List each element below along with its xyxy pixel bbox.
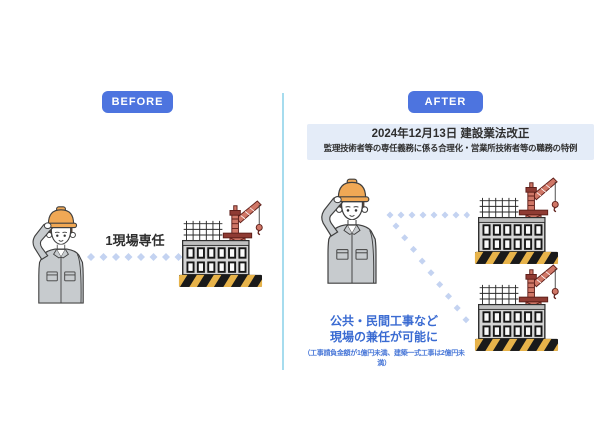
before-badge: BEFORE xyxy=(102,91,173,113)
building-crane-icon xyxy=(474,263,559,353)
after-badge: AFTER xyxy=(408,91,483,113)
building-crane-icon xyxy=(178,199,263,289)
assignment-label: 1現場専任 xyxy=(105,233,165,248)
dotted-connector-icon xyxy=(87,253,183,261)
note-line2: 現場の兼任が可能に xyxy=(329,330,438,344)
building-crane-icon xyxy=(474,176,559,266)
concurrent-duty-note: 公共・民間工事など 現場の兼任が可能に （工事請負金額が1億円未満、建築一式工事… xyxy=(299,313,469,368)
note-fine-print: （工事請負金額が1億円未満、建築一式工事は2億円未満） xyxy=(303,350,465,367)
worker-icon xyxy=(312,172,392,284)
law-revision-title: 2024年12月13日 建設業法改正 xyxy=(371,128,530,140)
dotted-connector-icon xyxy=(386,211,470,219)
law-revision-box: 2024年12月13日 建設業法改正 監理技術者等の専任義務に係る合理化・営業所… xyxy=(307,124,594,160)
note-line1: 公共・民間工事など xyxy=(329,314,438,328)
panel-divider-line xyxy=(282,93,284,370)
law-revision-subtitle: 監理技術者等の専任義務に係る合理化・営業所技術者等の職務の特例 xyxy=(323,143,578,153)
dotted-connector-icon xyxy=(392,222,470,324)
